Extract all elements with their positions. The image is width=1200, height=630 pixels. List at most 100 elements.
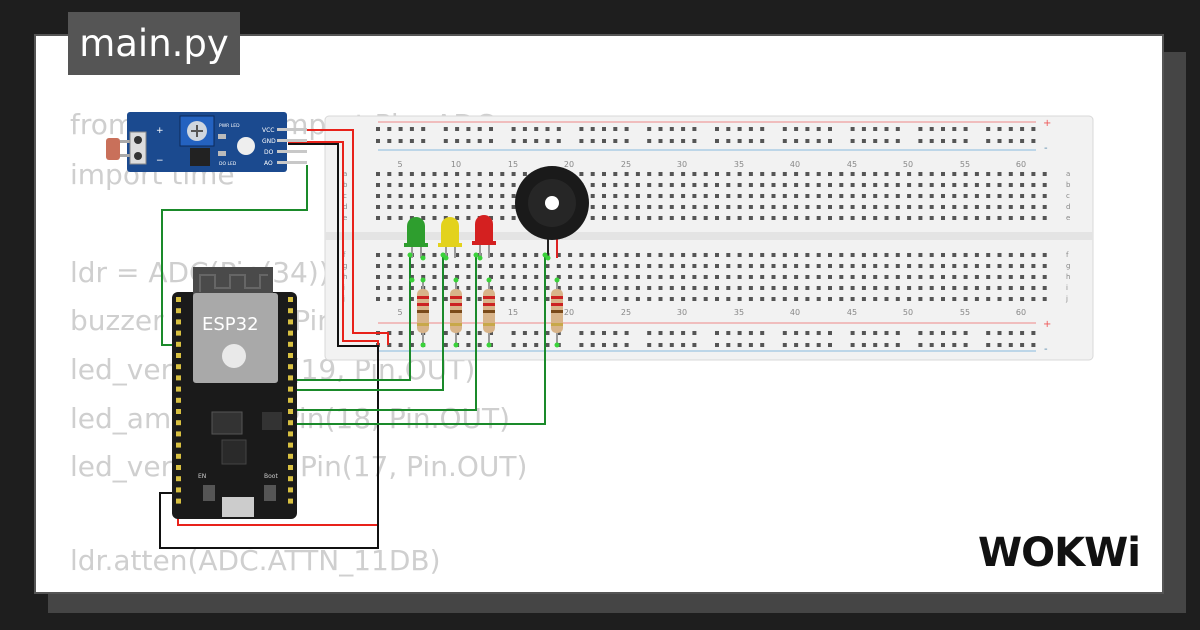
breadboard-hole — [715, 264, 719, 268]
breadboard-hole — [590, 216, 595, 220]
breadboard-hole — [376, 172, 380, 176]
breadboard-hole — [929, 264, 934, 268]
rail-hole — [613, 127, 618, 131]
breadboard-hole — [941, 297, 945, 301]
breadboard-hole — [635, 286, 640, 290]
rail-hole — [760, 331, 765, 335]
esp32-pin — [176, 476, 181, 482]
breadboard-hole — [828, 275, 832, 279]
rail-hole — [602, 343, 606, 347]
breadboard-hole — [409, 275, 414, 279]
breadboard-hole — [974, 194, 979, 198]
breadboard-hole — [500, 275, 505, 279]
rail-hole — [941, 331, 945, 335]
rail-hole — [952, 343, 957, 347]
connection-dot — [542, 252, 548, 258]
esp32-board[interactable]: ESP32 Boot EN — [172, 267, 297, 519]
rail-hole — [522, 139, 527, 143]
breadboard-hole — [489, 183, 493, 187]
esp32-pin — [288, 476, 293, 482]
rail-hole — [624, 331, 629, 335]
breadboard-hole — [692, 264, 697, 268]
resistor — [450, 280, 462, 345]
breadboard-hole — [997, 172, 1002, 176]
breadboard-hole — [737, 253, 742, 257]
breadboard-hole — [850, 205, 855, 209]
breadboard-hole — [1031, 183, 1036, 187]
esp32-pin — [176, 353, 181, 358]
breadboard-hole — [409, 264, 414, 268]
breadboard-hole — [771, 216, 776, 220]
breadboard-hole — [1008, 205, 1013, 209]
esp32-pin — [288, 453, 293, 459]
breadboard-hole — [409, 194, 414, 198]
file-tab[interactable]: main.py — [68, 12, 240, 75]
breadboard-hole — [703, 216, 708, 220]
breadboard-hole — [907, 275, 912, 279]
breadboard-hole — [974, 216, 979, 220]
breadboard-hole — [421, 216, 426, 220]
breadboard-hole — [839, 297, 844, 301]
column-number: 15 — [508, 160, 518, 169]
connection-dot — [420, 277, 426, 283]
buzzer[interactable] — [515, 166, 589, 258]
rail-hole — [828, 343, 832, 347]
rail-hole — [715, 139, 719, 143]
breadboard-hole — [850, 194, 855, 198]
wire-led-yellow — [288, 255, 444, 391]
breadboard-hole — [963, 194, 968, 198]
breadboard-hole — [511, 205, 516, 209]
rail-hole — [466, 343, 471, 347]
rail-hole — [997, 127, 1002, 131]
rail-hole — [477, 343, 482, 347]
connection-dot — [554, 277, 560, 283]
breadboard-hole — [387, 286, 392, 290]
breadboard-hole — [828, 194, 832, 198]
breadboard-hole — [1031, 286, 1036, 290]
breadboard-hole — [907, 286, 912, 290]
breadboard-hole — [726, 253, 731, 257]
rail-hole — [748, 331, 753, 335]
breadboard-hole — [477, 275, 482, 279]
breadboard-hole — [748, 172, 753, 176]
breadboard-hole — [952, 286, 957, 290]
rail-hole — [748, 139, 753, 143]
rail-hole — [421, 139, 426, 143]
rail-hole — [963, 127, 968, 131]
row-letter: e — [343, 214, 347, 222]
rail-hole — [613, 343, 618, 347]
esp32-pin-headers — [176, 297, 293, 504]
esp32-pin — [176, 453, 181, 459]
ldr-sensor-module[interactable]: + − PWR LED DO LED VCC GND DO AO — [106, 112, 307, 172]
breadboard-hole — [794, 297, 799, 301]
row-letter: f — [343, 251, 346, 259]
breadboard-hole — [726, 172, 731, 176]
breadboard-hole — [590, 297, 595, 301]
esp32-pin — [288, 409, 293, 414]
esp32-label: ESP32 — [202, 314, 259, 335]
breadboard-hole — [466, 253, 471, 257]
code-line: ldr.atten(ADC.ATTN_11DB) — [70, 544, 441, 577]
rail-hole — [511, 127, 516, 131]
esp32-pin — [288, 397, 293, 403]
rail-hole — [466, 139, 471, 143]
breadboard-hole — [443, 275, 448, 279]
breadboard-hole — [376, 194, 380, 198]
breadboard-hole — [929, 183, 934, 187]
rail-hole — [658, 331, 663, 335]
breadboard-hole — [579, 264, 584, 268]
breadboard-hole — [455, 253, 460, 257]
breadboard-hole — [816, 205, 821, 209]
wires — [159, 129, 546, 549]
breadboard-hole — [511, 183, 516, 187]
breadboard-hole — [635, 183, 640, 187]
breadboard-hole — [602, 286, 606, 290]
breadboard-hole — [681, 275, 686, 279]
breadboard-hole — [737, 264, 742, 268]
rail-hole — [760, 343, 765, 347]
esp32-pin — [176, 364, 181, 370]
breadboard-hole — [432, 194, 437, 198]
breadboard-hole — [748, 205, 753, 209]
breadboard-hole — [952, 275, 957, 279]
breadboard-hole — [918, 253, 923, 257]
